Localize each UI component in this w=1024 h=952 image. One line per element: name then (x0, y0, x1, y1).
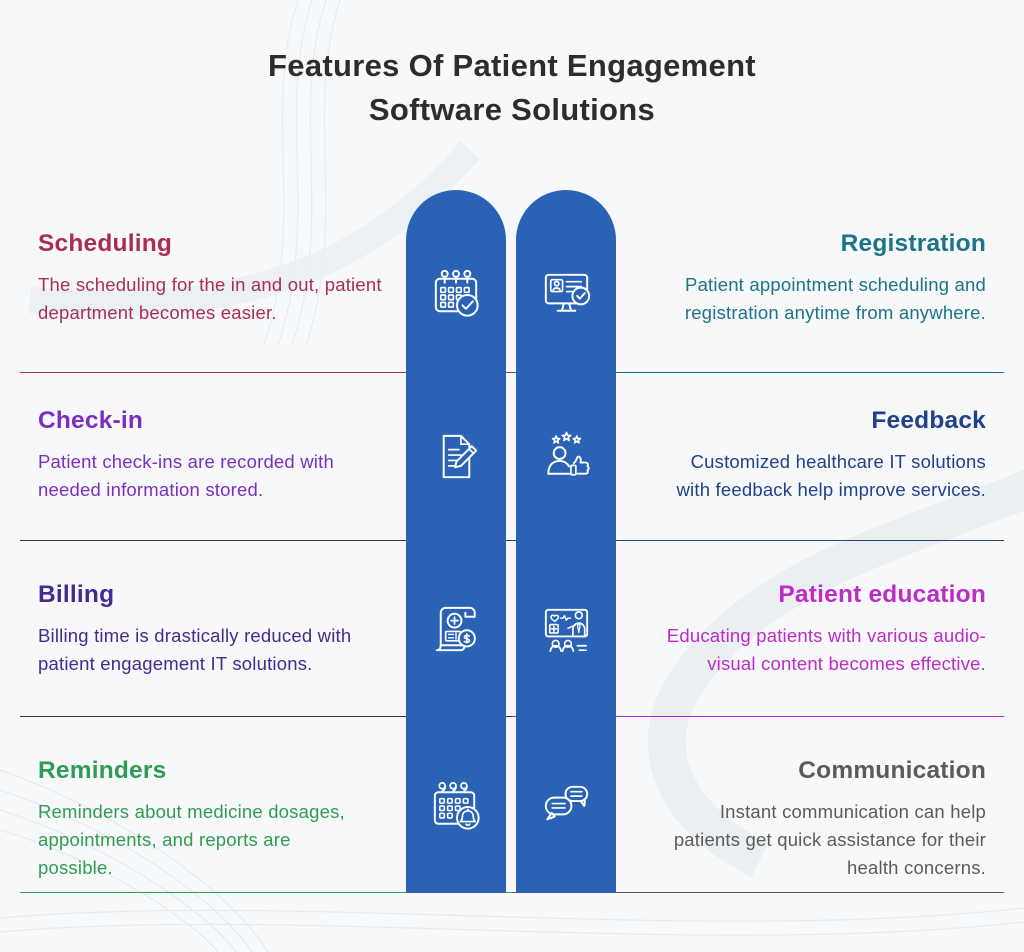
feature-communication: Communication Instant communication can … (666, 757, 986, 882)
page-title: Features Of Patient Engagement Software … (0, 44, 1024, 132)
feature-heading: Scheduling (38, 230, 173, 257)
divider-left (20, 539, 512, 541)
feature-heading: Reminders (38, 757, 167, 784)
icon-cell (406, 190, 506, 373)
calendar-bell-icon (433, 781, 480, 830)
feature-heading: Registration (840, 230, 986, 257)
feature-patient-education: Patient education Educating patients wit… (666, 581, 986, 678)
icon-cell (406, 373, 506, 541)
icon-column-right (516, 190, 616, 893)
feature-description: Reminders about medicine dosages, appoin… (38, 801, 345, 879)
feature-description: Instant communication can help patients … (673, 801, 986, 879)
icon-cell (516, 373, 616, 541)
feature-heading: Feedback (871, 407, 986, 434)
feedback-thumbsup-icon (546, 431, 590, 476)
feature-description: Patient check-ins are recorded with need… (38, 451, 334, 501)
feature-row-3: Billing Billing time is drastically redu… (0, 541, 1024, 717)
icon-cell (406, 541, 506, 717)
feature-billing: Billing Billing time is drastically redu… (38, 581, 396, 678)
feature-row-1: Scheduling The scheduling for the in and… (0, 190, 1024, 373)
icon-column-left (406, 190, 506, 893)
feature-check-in: Check-in Patient check-ins are recorded … (38, 407, 396, 504)
feature-description: Customized healthcare IT solutions with … (676, 451, 986, 501)
feature-description: The scheduling for the in and out, patie… (38, 274, 382, 324)
icon-cell (516, 717, 616, 893)
feature-heading: Communication (798, 757, 986, 784)
chat-bubbles-icon (544, 785, 588, 820)
feature-description: Educating patients with various audio-vi… (666, 625, 986, 675)
feature-feedback: Feedback Customized healthcare IT soluti… (666, 407, 986, 504)
feature-heading: Check-in (38, 407, 144, 434)
feature-row-2: Check-in Patient check-ins are recorded … (0, 373, 1024, 541)
page-title-line2: Software Solutions (368, 92, 656, 127)
divider-right (512, 891, 1004, 893)
feature-reminders: Reminders Reminders about medicine dosag… (38, 757, 368, 882)
feature-row-4: Reminders Reminders about medicine dosag… (0, 717, 1024, 893)
icon-cell (516, 190, 616, 373)
divider-left (20, 371, 512, 373)
feature-description: Billing time is drastically reduced with… (38, 625, 352, 675)
divider-left (20, 715, 512, 717)
page-title-line1: Features Of Patient Engagement (268, 48, 756, 83)
feature-description: Patient appointment scheduling and regis… (684, 274, 986, 324)
icon-cell (406, 717, 506, 893)
feature-scheduling: Scheduling The scheduling for the in and… (38, 230, 396, 327)
feature-registration: Registration Patient appointment schedul… (666, 230, 986, 327)
education-board-icon (544, 608, 588, 652)
icon-cell (516, 541, 616, 717)
monitor-registration-icon (544, 273, 590, 312)
divider-right (512, 371, 1004, 373)
feature-heading: Patient education (778, 581, 986, 608)
document-pencil-icon (442, 434, 477, 478)
calendar-check-icon (434, 269, 479, 317)
feature-heading: Billing (38, 581, 115, 608)
medical-bill-icon (435, 606, 476, 651)
